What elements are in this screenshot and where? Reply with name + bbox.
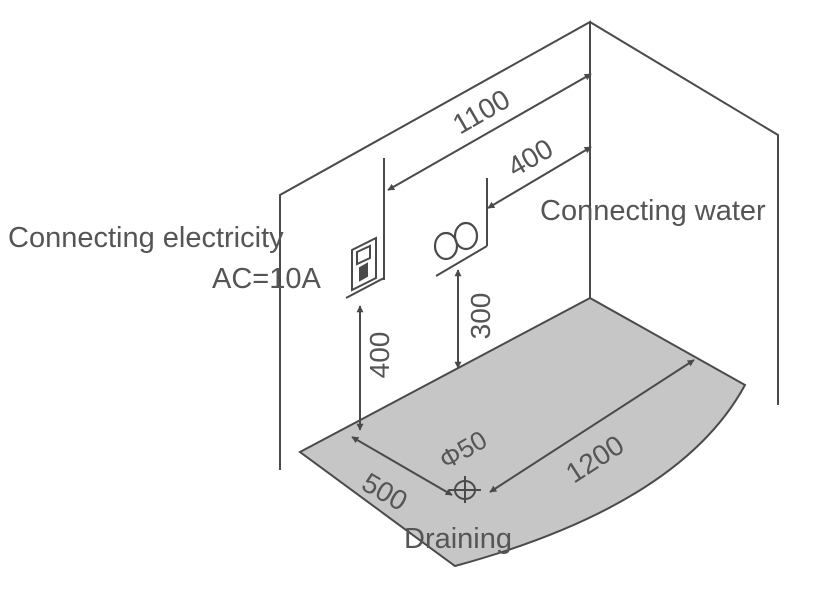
dimension-water-height: 300 (454, 269, 496, 369)
dimension-water-offset-label: 400 (502, 133, 558, 183)
draining-label: Draining (404, 523, 512, 555)
dimension-socket-height-label: 400 (364, 332, 395, 379)
electrical-socket-icon (351, 236, 377, 292)
side-wall-outline (589, 21, 779, 405)
dimension-water-height-label: 300 (465, 293, 496, 340)
connecting-water-label: Connecting water (540, 195, 766, 227)
water-connection (433, 178, 488, 277)
water-valves-icon (433, 221, 479, 261)
drain-symbol-icon (449, 476, 481, 503)
dimension-1100: 1100 (387, 73, 592, 191)
ac-rating-label: AC=10A (212, 263, 321, 295)
dimension-1100-label: 1100 (447, 83, 515, 140)
water-floor-line (435, 245, 488, 277)
connecting-electricity-label: Connecting electricity (8, 222, 284, 254)
electrical-connection (345, 158, 385, 299)
dimension-socket-height: 400 (356, 305, 395, 431)
socket-floor-line (345, 277, 385, 299)
